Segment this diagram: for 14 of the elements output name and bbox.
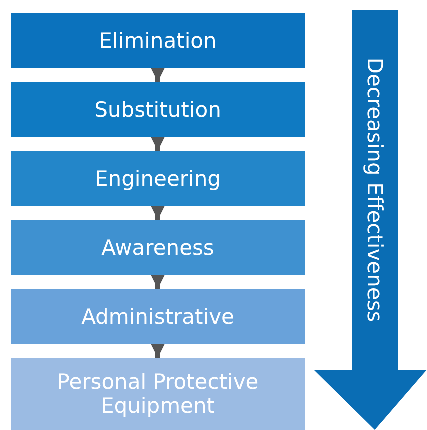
box-label: Personal Protective Equipment	[56, 370, 260, 418]
box-label: Substitution	[94, 98, 222, 122]
arrow-label: Decreasing Effectiveness	[363, 58, 387, 322]
process-box	[11, 289, 305, 344]
arrow-shape	[314, 10, 427, 430]
box-label: Elimination	[98, 28, 218, 52]
process-box	[11, 358, 305, 430]
process-box	[11, 13, 305, 68]
box-label: Administrative	[80, 304, 236, 328]
process-box	[11, 151, 305, 206]
box-label: Awareness	[100, 236, 216, 260]
process-box	[11, 82, 305, 137]
process-box	[11, 220, 305, 275]
box-label: Engineering	[94, 166, 222, 190]
